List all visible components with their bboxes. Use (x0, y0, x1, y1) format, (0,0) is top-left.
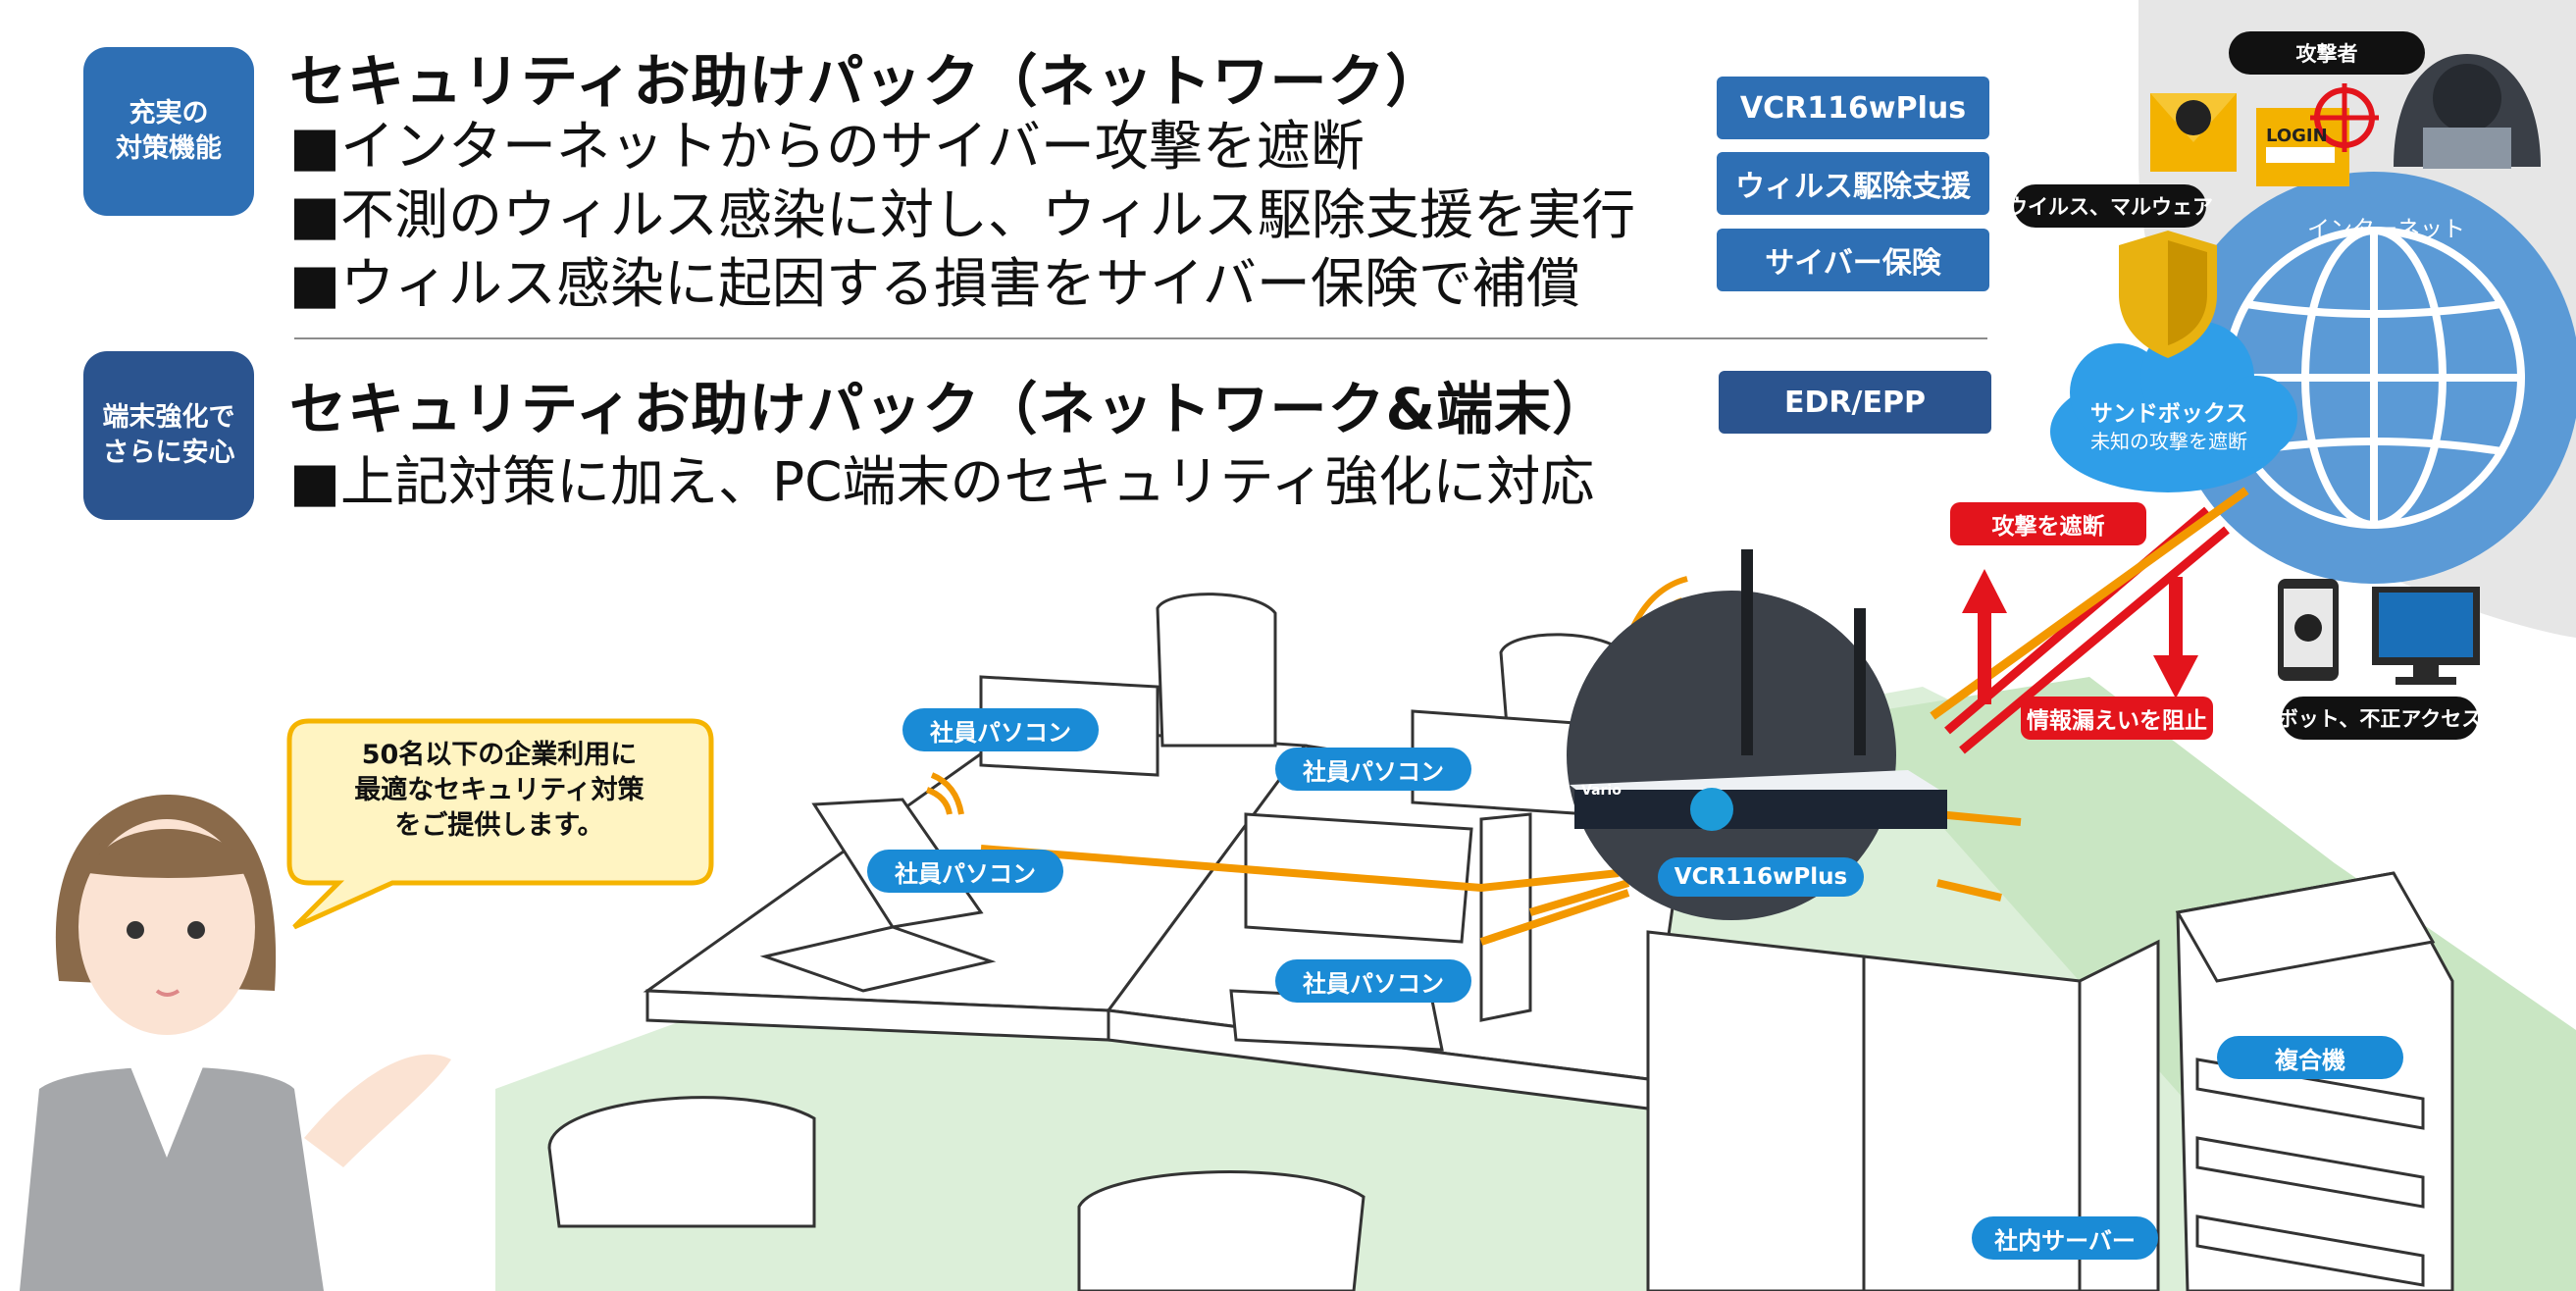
sandbox-cloud (2050, 321, 2297, 492)
badge-full-features: 充実の 対策機能 (83, 47, 254, 216)
pc-label-laptop: 社員パソコン (867, 850, 1063, 893)
router-spotlight (1567, 549, 1947, 920)
multifunction-printer (2175, 871, 2454, 1291)
malware-email (2150, 93, 2237, 172)
shield-icon (2119, 231, 2217, 358)
sandbox-title: サンドボックス (2089, 401, 2248, 427)
server-label: 社内サーバー (1972, 1216, 2158, 1260)
up-arrow (1962, 569, 2007, 704)
tag-edr-epp: EDR/EPP (1719, 371, 1991, 434)
pc-label-back-left: 社員パソコン (902, 708, 1099, 751)
block-attack-label: 攻撃を遮断 (1950, 502, 2146, 545)
pc-label-back-center: 社員パソコン (1275, 748, 1471, 791)
attack-line-red-2 (1959, 526, 2230, 754)
internet-label: インターネット (2307, 217, 2465, 242)
pc-label-desktop: 社員パソコン (1275, 959, 1471, 1003)
callout-bubble (286, 718, 714, 930)
title-network-pack: セキュリティお助けパック（ネットワーク） (289, 48, 1444, 115)
login-window (2256, 83, 2379, 186)
login-text: LOGIN (2266, 126, 2328, 146)
block-leak-label: 情報漏えいを阻止 (2021, 697, 2213, 740)
sandbox-subtitle: 未知の攻撃を遮断 (2090, 430, 2247, 453)
section-divider (294, 337, 1987, 339)
title-network-endpoint-pack: セキュリティお助けパック（ネットワーク&端末） (289, 376, 1611, 442)
presenter-woman (20, 795, 451, 1291)
bullet-cyber-insurance: ■ウィルス感染に起因する損害をサイバー保険で補償 (289, 252, 1580, 315)
attacker-figure (2394, 54, 2541, 169)
mfp-label: 複合機 (2217, 1036, 2403, 1079)
bullet-virus-removal: ■不測のウィルス感染に対し、ウィルス駆除支援を実行 (289, 183, 1635, 246)
tag-vcr116wplus: VCR116wPlus (1717, 77, 1989, 139)
callout-text: 50名以下の企業利用に 最適なセキュリティ対策 をご提供します。 (354, 740, 644, 841)
bot-label: ボット、不正アクセス (2278, 697, 2482, 740)
malware-label: ウイルス、マルウェア (2007, 184, 2213, 228)
tablet-bug-icon (2278, 579, 2339, 681)
monitor-code-icon (2372, 587, 2480, 685)
sandbox-text: サンドボックス 未知の攻撃を遮断 (2068, 400, 2270, 455)
router-brand: Vario (1581, 783, 1622, 799)
router-label: VCR116wPlus (1658, 857, 1864, 897)
bullet-pc-security: ■上記対策に加え、PC端末のセキュリティ強化に対応 (289, 450, 1595, 513)
attacker-label: 攻撃者 (2229, 31, 2425, 75)
badge-endpoint: 端末強化で さらに安心 (83, 351, 254, 520)
down-arrow (2153, 577, 2198, 698)
tag-virus-removal: ウィルス駆除支援 (1717, 152, 1989, 215)
cabinet (1646, 930, 2160, 1291)
lan-cables (980, 810, 2022, 946)
tag-cyber-insurance: サイバー保険 (1717, 229, 1989, 291)
bullet-block-attacks: ■インターネットからのサイバー攻撃を遮断 (289, 115, 1365, 178)
